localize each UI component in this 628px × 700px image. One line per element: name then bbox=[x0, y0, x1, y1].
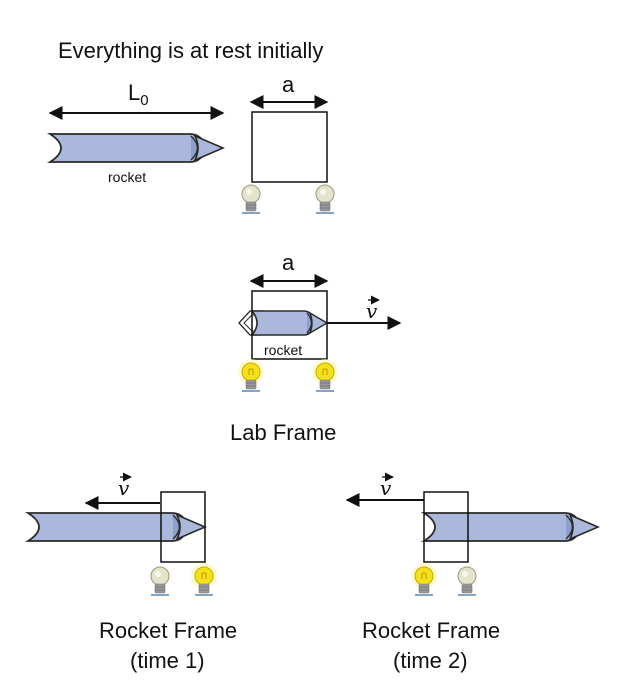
bulb-left bbox=[241, 184, 261, 214]
bulb-right bbox=[311, 358, 339, 392]
rocket-contracted bbox=[238, 310, 329, 336]
box-width-label: a bbox=[282, 250, 295, 275]
contracted-box bbox=[423, 491, 469, 563]
bulb-right bbox=[190, 562, 218, 596]
rocket-frame-time2-scene: v Rocket Frame (time 2) bbox=[345, 472, 601, 673]
rocket-time1 bbox=[24, 512, 208, 542]
rest-scene: L0 rocket a bbox=[46, 72, 335, 214]
bulb-left bbox=[410, 562, 438, 596]
lab-frame-scene: a rocket v Lab Frame bbox=[230, 250, 402, 445]
svg-text:v: v bbox=[366, 299, 378, 323]
bulb-left bbox=[150, 566, 170, 596]
bulb-right bbox=[457, 566, 477, 596]
rocket-time2 bbox=[420, 512, 601, 542]
velocity-label: v bbox=[366, 295, 380, 323]
title: Everything is at rest initially bbox=[58, 38, 323, 63]
box bbox=[251, 290, 328, 360]
rocket-label: rocket bbox=[264, 342, 302, 358]
svg-text:v: v bbox=[380, 476, 392, 500]
lab-frame-caption: Lab Frame bbox=[230, 420, 336, 445]
rocket-label: rocket bbox=[108, 169, 146, 185]
velocity-label: v bbox=[380, 472, 394, 500]
length-label: L0 bbox=[128, 80, 149, 109]
time2-caption: (time 2) bbox=[393, 648, 468, 673]
rocket-frame-caption: Rocket Frame bbox=[99, 618, 237, 643]
time1-caption: (time 1) bbox=[130, 648, 205, 673]
svg-text:v: v bbox=[118, 476, 130, 500]
bulb-right bbox=[315, 184, 335, 214]
rocket-frame-time1-scene: v Rocket Frame (time 1) bbox=[24, 472, 237, 673]
bulb-left bbox=[237, 358, 265, 392]
rocket-frame-caption: Rocket Frame bbox=[362, 618, 500, 643]
contracted-box bbox=[160, 491, 206, 563]
rocket-rest bbox=[46, 133, 226, 163]
box-width-label: a bbox=[282, 72, 295, 97]
velocity-label: v bbox=[118, 472, 132, 500]
box bbox=[251, 111, 328, 183]
